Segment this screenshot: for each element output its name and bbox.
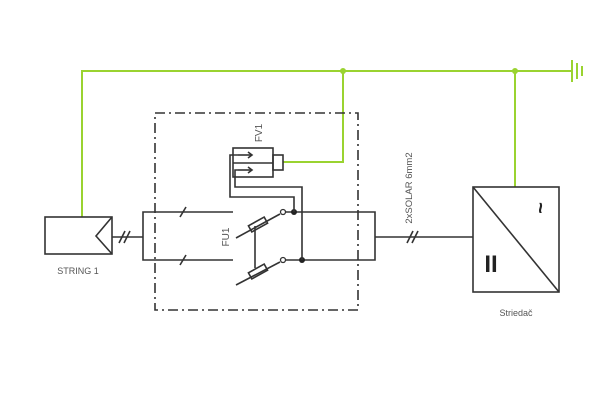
dc-symbol: II bbox=[484, 251, 497, 278]
fuse-label: FU1 bbox=[221, 227, 232, 246]
ground-wiring bbox=[81, 68, 572, 217]
pv-string-symbol bbox=[44, 216, 143, 255]
dc-cable bbox=[375, 230, 473, 244]
dc-circuit bbox=[142, 147, 376, 286]
ac-symbol: ~ bbox=[529, 202, 551, 214]
fuse-symbol bbox=[235, 256, 287, 286]
surge-protector-symbol bbox=[232, 147, 284, 178]
string-label: STRING 1 bbox=[57, 266, 99, 276]
ground-icon bbox=[571, 60, 583, 82]
inverter-label: Striedač bbox=[499, 308, 533, 318]
fuse-symbol bbox=[235, 208, 287, 239]
cable-label: 2xSOLAR 6mm2 bbox=[404, 152, 415, 223]
surge-protector-label: FV1 bbox=[254, 123, 265, 142]
junction-dot bbox=[340, 68, 346, 74]
junction-dot bbox=[512, 68, 518, 74]
inverter-symbol bbox=[472, 186, 560, 293]
